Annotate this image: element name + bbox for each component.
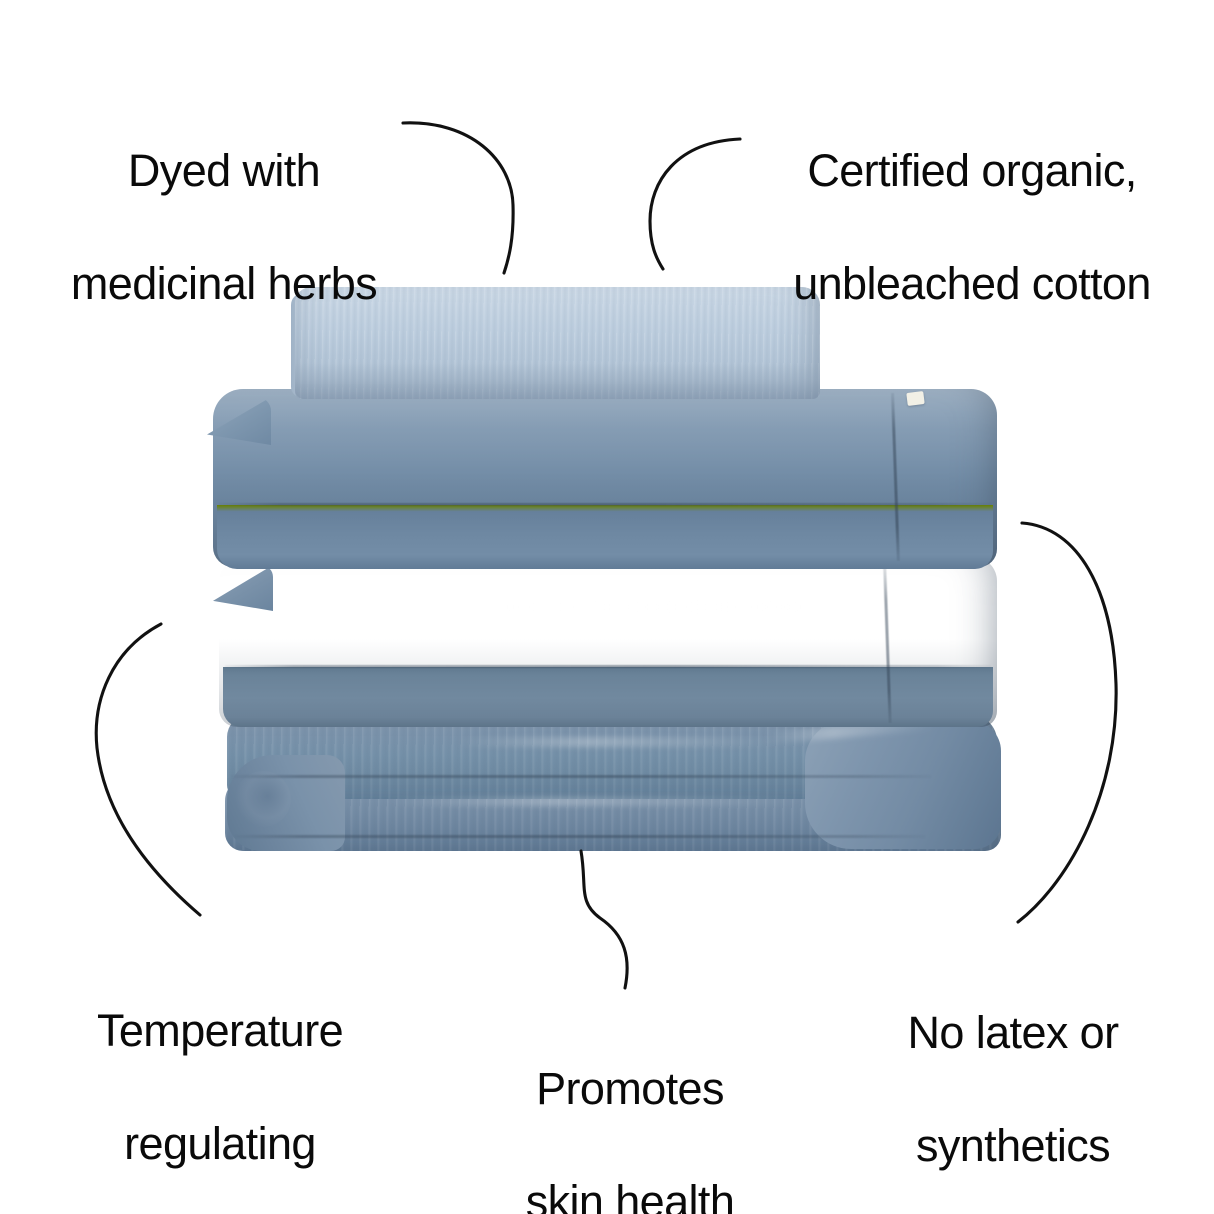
care-label-tag: [906, 391, 925, 406]
product-image-sheet-stack: [205, 285, 1015, 851]
callout-label-certified-organic-unbleached-cotton: Certified organic, unbleached cotton: [762, 86, 1182, 369]
fabric-wrinkle-highlight: [385, 797, 805, 806]
fold-crease-middle: [231, 775, 931, 778]
connector-line-temperature: [94, 622, 202, 917]
callout-line-1: Certified organic,: [807, 144, 1137, 196]
callout-line-2: regulating: [124, 1118, 316, 1170]
rolled-sheet-lower-shadow: [295, 363, 820, 399]
pillowcase-upper-crease: [219, 503, 991, 506]
pillowcase-upper-front-band: [217, 505, 993, 569]
callout-line-2: unbleached cotton: [793, 258, 1151, 310]
callout-label-promotes-skin-health: Promotes skin health: [500, 1004, 760, 1214]
callout-line-1: Dyed with: [127, 144, 321, 196]
callout-line-2: skin health: [525, 1176, 735, 1214]
pillowcase-lower-crease: [225, 665, 991, 668]
callout-label-no-latex-or-synthetics: No latex or synthetics: [888, 948, 1138, 1214]
connector-line-certified: [648, 137, 742, 271]
fabric-wrinkle-highlight: [505, 603, 805, 611]
callout-label-dyed-with-medicinal-herbs: Dyed with medicinal herbs: [54, 86, 394, 369]
callout-line-1: No latex or: [907, 1006, 1120, 1058]
folded-sheet-left-swirl: [235, 771, 291, 827]
fabric-wrinkle-highlight: [455, 737, 785, 747]
folded-sheet-right-roll: [805, 721, 1001, 849]
connector-line-nolatex: [1016, 521, 1118, 924]
callout-label-temperature-regulating: Temperature regulating: [70, 946, 370, 1214]
connector-line-promotes: [579, 849, 629, 990]
callout-line-2: medicinal herbs: [70, 258, 378, 310]
connector-line-dyed: [401, 121, 515, 275]
fold-crease-lower: [235, 835, 925, 838]
callout-line-2: synthetics: [915, 1120, 1111, 1172]
callout-line-1: Promotes: [536, 1062, 724, 1114]
pillowcase-lower-front-band: [223, 667, 993, 727]
callout-line-1: Temperature: [96, 1004, 344, 1056]
